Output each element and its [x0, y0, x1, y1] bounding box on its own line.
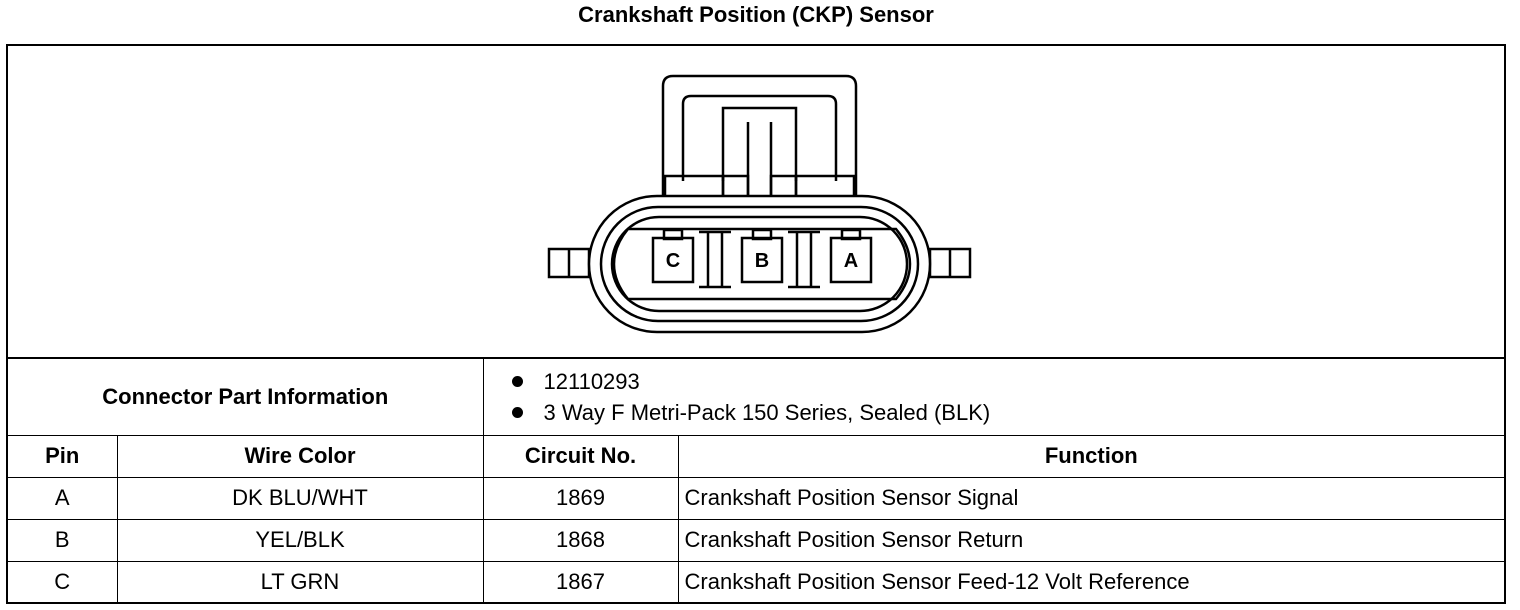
pin-notch-b — [751, 228, 773, 241]
cell-function: Crankshaft Position Sensor Return — [677, 518, 1505, 562]
connector-body-inner — [610, 215, 909, 313]
page-title: Crankshaft Position (CKP) Sensor — [578, 2, 934, 27]
tab-base-center-left — [721, 174, 750, 200]
part-info-list: 12110293 3 Way F Metri-Pack 150 Series, … — [490, 366, 1499, 428]
table-row: B YEL/BLK 1868 Crankshaft Position Senso… — [8, 518, 1505, 562]
cell-wire-color: DK BLU/WHT — [116, 476, 484, 520]
part-info-item: 3 Way F Metri-Pack 150 Series, Sealed (B… — [511, 397, 1499, 428]
table-header-row: Pin Wire Color Circuit No. Function — [8, 434, 1505, 478]
header-circuit: Circuit No. — [482, 434, 679, 478]
locking-tab-inner — [681, 94, 838, 181]
cell-pin: A — [8, 476, 118, 520]
tab-base-left — [663, 174, 725, 200]
cell-pin: B — [8, 518, 118, 562]
connector-part-info-label: Connector Part Information — [8, 359, 484, 436]
bullet-icon — [511, 375, 523, 387]
bullet-icon — [511, 406, 523, 418]
pin-notch-c — [662, 228, 684, 241]
cell-wire-color: YEL/BLK — [116, 518, 484, 562]
pin-notch-a — [840, 228, 862, 241]
locking-tab-slot — [721, 106, 798, 181]
cell-circuit: 1869 — [482, 476, 679, 520]
table-row: A DK BLU/WHT 1869 Crankshaft Position Se… — [8, 476, 1505, 520]
connector-frame: C B A Connector Part Information 1211029… — [6, 44, 1506, 604]
cell-circuit: 1867 — [482, 560, 679, 603]
connector-diagram: C B A — [8, 46, 1504, 359]
pin-label-b: B — [755, 250, 769, 272]
cell-pin: C — [8, 560, 118, 603]
cell-wire-color: LT GRN — [116, 560, 484, 603]
connector-part-info-row: Connector Part Information 12110293 3 Wa… — [8, 359, 1505, 436]
pin-label-c: C — [666, 250, 680, 272]
pinout-table: Connector Part Information 12110293 3 Wa… — [8, 359, 1505, 603]
connector-body-middle — [599, 205, 920, 323]
cell-function: Crankshaft Position Sensor Feed-12 Volt … — [677, 560, 1505, 603]
connector-part-info-details: 12110293 3 Way F Metri-Pack 150 Series, … — [482, 359, 1505, 436]
header-pin: Pin — [8, 434, 118, 478]
cell-function: Crankshaft Position Sensor Signal — [677, 476, 1505, 520]
connector-drawing: C B A — [547, 74, 972, 334]
table-row: C LT GRN 1867 Crankshaft Position Sensor… — [8, 560, 1505, 603]
pin-label-a: A — [844, 250, 858, 272]
tab-base-center-right — [769, 174, 798, 200]
part-info-item: 12110293 — [511, 366, 1499, 397]
locking-tab-outer — [661, 74, 858, 198]
pin-cavity — [612, 227, 912, 301]
tab-base-right — [794, 174, 856, 200]
cell-circuit: 1868 — [482, 518, 679, 562]
header-wire-color: Wire Color — [116, 434, 484, 478]
header-function: Function — [677, 434, 1505, 478]
